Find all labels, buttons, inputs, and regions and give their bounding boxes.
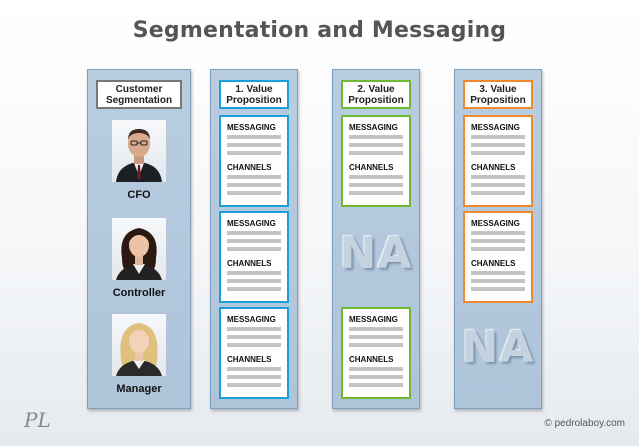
value-proposition-header-3: 3. Value Proposition [463,80,533,109]
persona-label-cfo: CFO [127,189,151,201]
messaging-label: MESSAGING [349,123,398,132]
copyright-text: © pedrolaboy.com [544,418,625,429]
channels-label: CHANNELS [471,259,516,268]
channels-label: CHANNELS [349,163,394,172]
pl-logo-icon: PL [24,408,51,432]
controller-photo-icon [112,218,166,280]
persona-label-controller: Controller [112,287,166,299]
channels-label: CHANNELS [227,355,272,364]
value-proposition-header-2: 2. Value Proposition [341,80,411,109]
not-applicable-label: NA [339,228,413,279]
channels-label: CHANNELS [349,355,394,364]
manager-photo-icon [112,314,166,376]
channels-label: CHANNELS [471,163,516,172]
segmentation-header: Customer Segmentation [96,80,182,109]
message-card: MESSAGING CHANNELS [463,211,533,303]
cfo-photo-icon [112,120,166,182]
segmentation-column: Customer Segmentation CFO Controller [87,69,191,409]
persona-label-manager: Manager [116,383,162,395]
channels-label: CHANNELS [227,259,272,268]
channels-label: CHANNELS [227,163,272,172]
value-proposition-column-1: 1. Value Proposition MESSAGING CHANNELS … [210,69,298,409]
message-card: MESSAGING CHANNELS [219,211,289,303]
message-card: MESSAGING CHANNELS [219,307,289,399]
messaging-label: MESSAGING [227,315,276,324]
messaging-label: MESSAGING [227,123,276,132]
value-proposition-header-1: 1. Value Proposition [219,80,289,109]
value-proposition-column-3: 3. Value Proposition MESSAGING CHANNELS … [454,69,542,409]
message-card: MESSAGING CHANNELS [341,115,411,207]
messaging-label: MESSAGING [471,123,520,132]
not-applicable-label: NA [461,322,535,373]
messaging-label: MESSAGING [471,219,520,228]
messaging-label: MESSAGING [349,315,398,324]
messaging-label: MESSAGING [227,219,276,228]
page-title: Segmentation and Messaging [132,18,507,43]
message-card: MESSAGING CHANNELS [219,115,289,207]
message-card: MESSAGING CHANNELS [463,115,533,207]
message-card: MESSAGING CHANNELS [341,307,411,399]
value-proposition-column-2: 2. Value Proposition MESSAGING CHANNELS … [332,69,420,409]
